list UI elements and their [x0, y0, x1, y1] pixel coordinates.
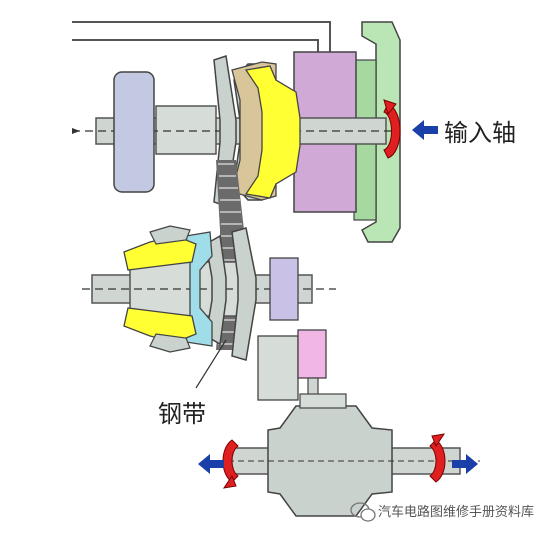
red-rotation-arrow-icon — [383, 99, 401, 159]
secondary-spring-housing-bottom — [149, 333, 191, 353]
wechat-logo-icon — [350, 502, 376, 522]
secondary-fixed-sheave — [231, 227, 257, 361]
lavender-gear — [269, 257, 299, 321]
output-gear-gray — [257, 335, 299, 401]
watermark: 汽车电路图维修手册资料库 — [350, 502, 534, 522]
input-shaft-label: 输入轴 — [444, 119, 516, 147]
primary-yellow-chamber — [244, 65, 301, 199]
input-arrow-icon — [412, 120, 438, 140]
hydraulic-lines — [72, 21, 331, 55]
output-left-arrow-icon — [198, 454, 224, 474]
red-rotation-arrow-icon — [222, 439, 239, 489]
red-rotation-arrow-icon — [429, 433, 446, 483]
flywheel — [113, 71, 155, 193]
output-gear-pink — [297, 329, 327, 379]
output-right-arrow-icon — [452, 454, 478, 474]
secondary-movable-sheave — [205, 234, 227, 346]
secondary-spring-housing-top — [149, 225, 191, 245]
steel-belt-leader — [195, 339, 227, 389]
steel-belt-label: 钢带 — [158, 400, 206, 428]
watermark-text: 汽车电路图维修手册资料库 — [378, 504, 534, 520]
